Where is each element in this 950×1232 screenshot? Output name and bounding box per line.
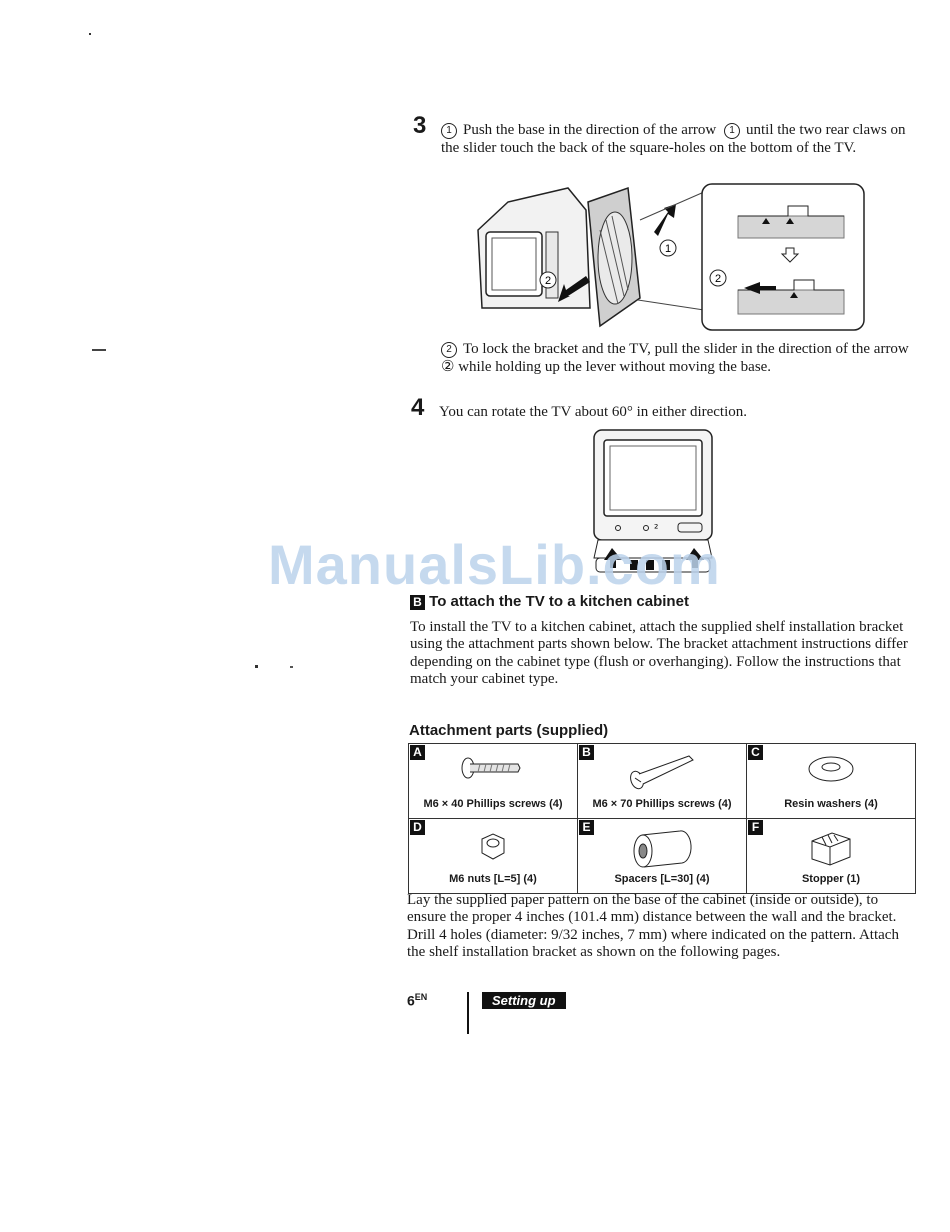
part-letter: F <box>748 820 763 835</box>
spacer-icon <box>633 830 692 868</box>
closing-paragraph: Lay the supplied paper pattern on the ba… <box>407 892 899 960</box>
part-cell-a: A M6 × 40 Phillips screws (4) <box>408 743 578 819</box>
part-cell-f: F Stopper (1) <box>746 818 916 894</box>
circled-marker-2: 2 <box>441 342 457 358</box>
page-number-value: 6 <box>407 992 415 1009</box>
step-4-text: You can rotate the TV about 60° in eithe… <box>439 404 748 420</box>
section-tab: Setting up <box>482 992 566 1009</box>
scan-mark <box>290 666 293 668</box>
figure-label-2: 2 <box>545 275 551 287</box>
part-letter: D <box>410 820 425 835</box>
step-3-number: 3 <box>413 112 427 139</box>
part-letter: A <box>410 745 425 760</box>
part-label: Spacers [L=30] (4) <box>614 873 710 885</box>
figure-label-1: 1 <box>665 243 671 255</box>
detail-label-2: 2 <box>715 273 721 285</box>
step-4-number: 4 <box>411 394 425 421</box>
circled-marker-1-inline: 1 <box>724 123 741 139</box>
part-cell-c: C Resin washers (4) <box>746 743 916 819</box>
section-b-heading: B To attach the TV to a kitchen cabinet <box>410 593 689 610</box>
section-b-body: To install the TV to a kitchen cabinet, … <box>410 619 908 687</box>
step-3-text-1b: until the two rear claws on the slider t… <box>441 122 906 156</box>
stopper-icon <box>811 832 851 866</box>
part-letter: C <box>748 745 763 760</box>
part-label: M6 × 70 Phillips screws (4) <box>592 798 732 810</box>
part-cell-e: E Spacers [L=30] (4) <box>577 818 747 894</box>
part-label: Resin washers (4) <box>784 798 878 810</box>
parts-heading: Attachment parts (supplied) <box>409 722 609 739</box>
step-3-text-2: To lock the bracket and the TV, pull the… <box>441 341 909 375</box>
rotating-tv-illustration: ² <box>593 429 713 573</box>
parts-table: A M6 × 40 Phillips screws (4) B M6 × 70 … <box>408 743 916 894</box>
short-screw-icon <box>461 757 521 779</box>
washer-icon <box>808 756 854 782</box>
scan-mark <box>92 349 106 351</box>
part-label: M6 × 40 Phillips screws (4) <box>423 798 563 810</box>
scan-mark <box>89 33 91 35</box>
step-3-instruction-1: 1 Push the base in the direction of the a… <box>441 121 911 157</box>
part-letter: E <box>579 820 594 835</box>
page-number: 6EN <box>407 992 427 1009</box>
section-b-title: To attach the TV to a kitchen cabinet <box>429 593 689 610</box>
part-letter: B <box>579 745 594 760</box>
part-label: Stopper (1) <box>801 873 861 885</box>
step-3-text-1a: Push the base in the direction of the ar… <box>463 122 717 138</box>
page-number-suffix: EN <box>414 992 428 1002</box>
section-b-letter: B <box>410 595 425 610</box>
svg-text:²: ² <box>654 522 658 535</box>
step-3-illustration: 1 2 2 <box>477 183 865 331</box>
part-label: M6 nuts [L=5] (4) <box>449 873 537 885</box>
long-screw-icon <box>630 755 694 790</box>
footer-divider <box>467 992 469 1034</box>
scan-mark <box>255 665 258 668</box>
watermark: ManualsLib.com <box>268 533 721 596</box>
part-cell-d: D M6 nuts [L=5] (4) <box>408 818 578 894</box>
nut-icon <box>481 833 505 860</box>
circled-marker-1: 1 <box>441 123 457 139</box>
part-cell-b: B M6 × 70 Phillips screws (4) <box>577 743 747 819</box>
